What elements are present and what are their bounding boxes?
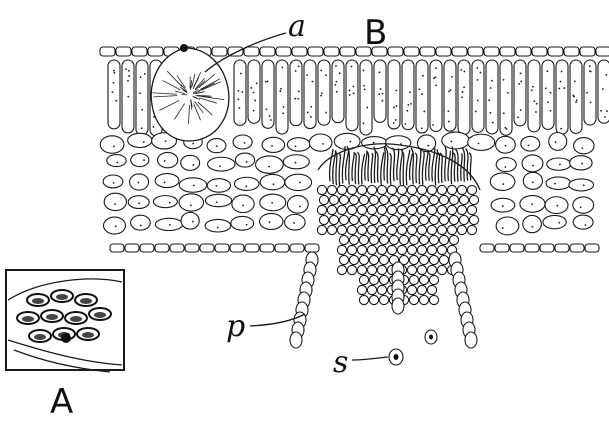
- label-p: p: [226, 309, 245, 344]
- label-s: s: [333, 345, 348, 380]
- pycnidium: [151, 44, 229, 141]
- label-a: a: [288, 9, 306, 44]
- leaf-cross-section: [100, 33, 609, 365]
- free-spores: [389, 330, 437, 365]
- panel-b-label: B: [364, 13, 387, 53]
- panel-a-label: A: [50, 382, 73, 422]
- leader-line-s: [352, 357, 388, 360]
- inset-surface-view: [6, 270, 124, 372]
